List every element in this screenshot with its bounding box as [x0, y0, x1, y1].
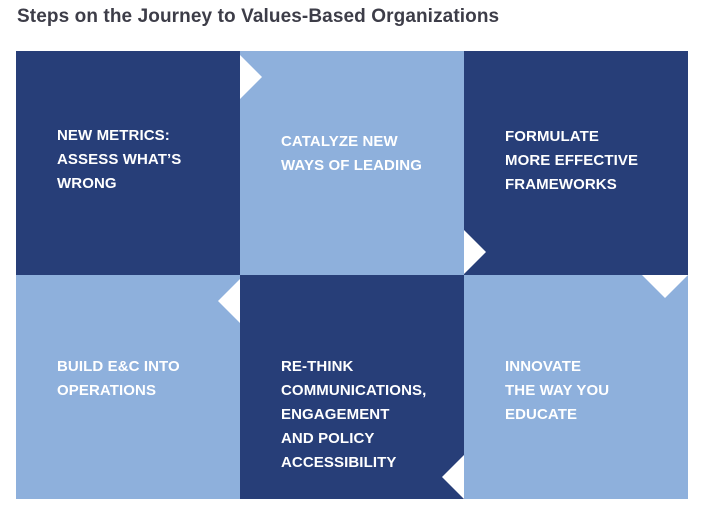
step-label: FORMULATE MORE EFFECTIVE FRAMEWORKS — [505, 128, 639, 193]
arrow-left-icon — [218, 279, 240, 323]
step-block-rethink-communications: RE-THINK COMMUNICATIONS, ENGAGEMENT AND … — [240, 275, 464, 499]
step-label: RE-THINK COMMUNICATIONS, ENGAGEMENT AND … — [281, 358, 427, 471]
step-label: NEW METRICS: ASSESS WHAT’S WRONG — [57, 127, 182, 192]
step-block-build-ec-operations: BUILD E&C INTO OPERATIONS — [16, 275, 240, 499]
step-label: INNOVATE THE WAY YOU EDUCATE — [505, 358, 610, 423]
step-block-formulate-frameworks: FORMULATE MORE EFFECTIVE FRAMEWORKS — [464, 51, 688, 275]
arrow-left-icon — [442, 455, 464, 499]
step-label: CATALYZE NEW WAYS OF LEADING — [281, 133, 422, 174]
steps-grid: NEW METRICS: ASSESS WHAT’S WRONG CATALYZ… — [16, 51, 688, 499]
step-block-innovate-education: INNOVATE THE WAY YOU EDUCATE — [464, 275, 688, 499]
step-block-new-metrics: NEW METRICS: ASSESS WHAT’S WRONG — [16, 51, 240, 275]
arrow-down-icon — [642, 275, 688, 298]
step-label: BUILD E&C INTO OPERATIONS — [57, 358, 180, 399]
arrow-right-icon — [240, 55, 262, 99]
step-block-catalyze-leading: CATALYZE NEW WAYS OF LEADING — [240, 51, 464, 275]
arrow-right-icon — [464, 230, 486, 274]
page-title: Steps on the Journey to Values-Based Org… — [17, 6, 500, 27]
